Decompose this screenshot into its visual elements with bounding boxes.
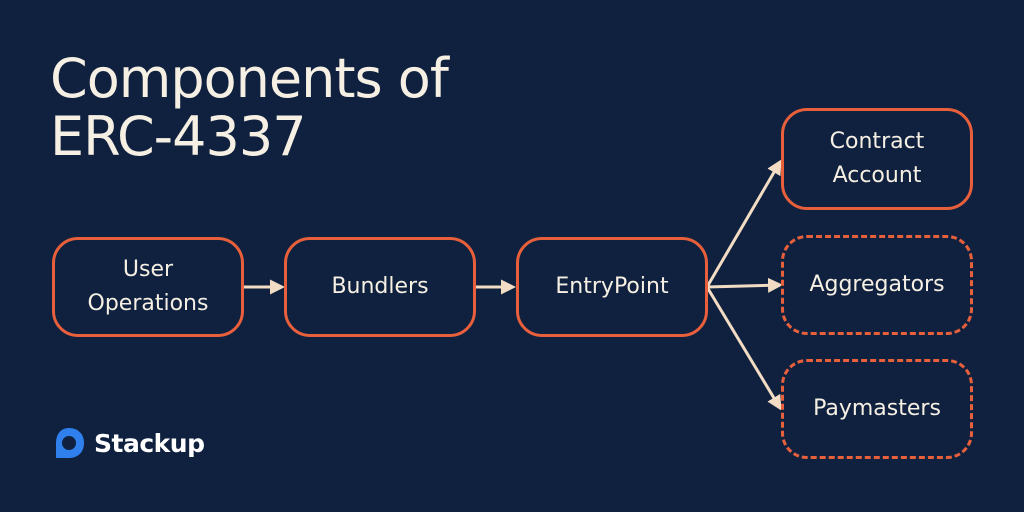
node-label-paymasters: Paymasters [813, 396, 941, 421]
node-aggregators: Aggregators [781, 235, 973, 335]
title-line-1: Components of [50, 47, 449, 110]
title-line-2: ERC-4337 [50, 105, 307, 168]
node-label-user: User [122, 257, 174, 282]
node-label-operations: Operations [87, 291, 209, 316]
arrow-entrypoint-to-paymasters [705, 286, 782, 411]
node-label-bundlers: Bundlers [331, 274, 429, 299]
node-label-aggregators: Aggregators [809, 272, 945, 297]
node-paymasters: Paymasters [781, 359, 973, 459]
node-contract-account: Contract Account [781, 108, 973, 210]
node-bundlers: Bundlers [284, 237, 476, 337]
node-entrypoint: EntryPoint [516, 237, 708, 337]
page-title: Components of ERC-4337 [50, 47, 449, 168]
stackup-logo-icon [56, 428, 84, 458]
node-user-operations: User Operations [52, 237, 244, 337]
stackup-logo: Stackup [52, 426, 205, 460]
node-label-account: Account [832, 163, 922, 188]
node-label-contract: Contract [829, 129, 925, 154]
logo-text: Stackup [94, 428, 205, 458]
arrow-entrypoint-to-contract-account [705, 159, 782, 288]
node-label-entrypoint: EntryPoint [555, 274, 669, 299]
arrow-entrypoint-to-aggregators [706, 277, 783, 293]
